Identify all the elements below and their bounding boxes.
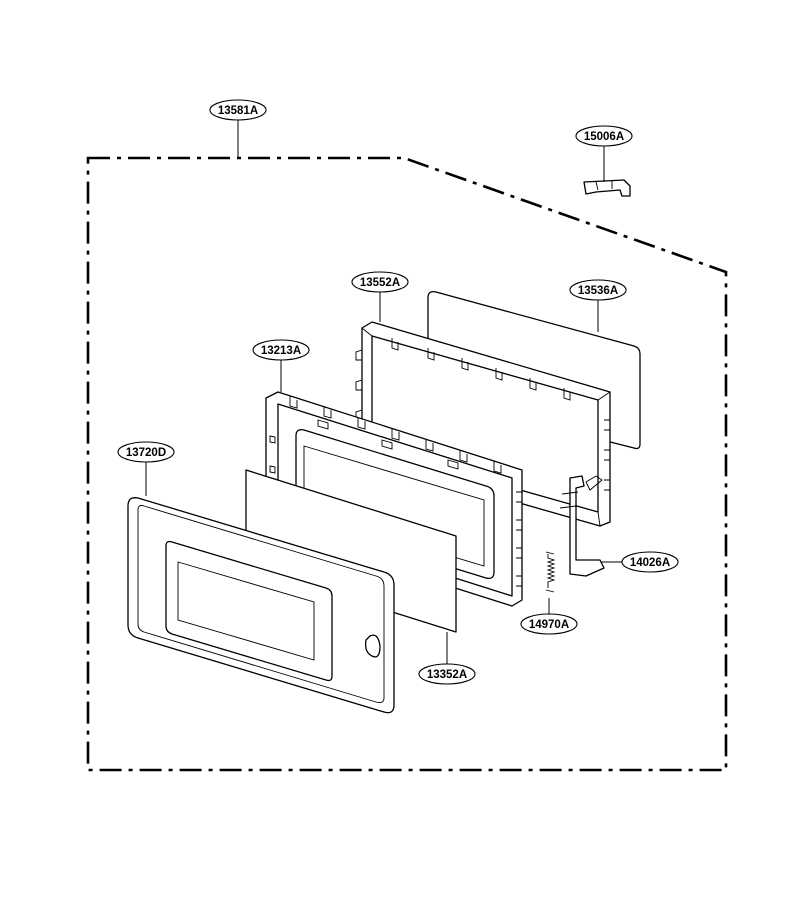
svg-text:13352A: 13352A: [427, 669, 467, 681]
callout-13352A: 13352A: [418, 663, 476, 685]
svg-text:14970A: 14970A: [529, 619, 569, 631]
leader-lines: [145, 120, 622, 664]
part-clip: [583, 179, 631, 197]
svg-text:13581A: 13581A: [218, 105, 258, 117]
assembly-boundary: [86, 156, 728, 772]
svg-text:13213A: 13213A: [261, 345, 301, 357]
part-spring: [545, 551, 556, 593]
callout-14026A: 14026A: [621, 551, 679, 573]
callout-13536A: 13536A: [569, 279, 627, 301]
svg-text:14026A: 14026A: [630, 557, 670, 569]
svg-text:13552A: 13552A: [360, 277, 400, 289]
callout-15006A: 15006A: [575, 125, 633, 147]
callout-13581A: 13581A: [209, 99, 267, 121]
callout-13213A: 13213A: [252, 339, 310, 361]
svg-text:13720D: 13720D: [126, 447, 166, 459]
part-latch: [559, 475, 605, 577]
svg-text:15006A: 15006A: [584, 131, 624, 143]
callout-13552A: 13552A: [351, 271, 409, 293]
callout-14970A: 14970A: [520, 613, 578, 635]
svg-text:13536A: 13536A: [578, 285, 618, 297]
callout-13720D: 13720D: [117, 441, 175, 463]
part-door-front: [127, 497, 395, 714]
